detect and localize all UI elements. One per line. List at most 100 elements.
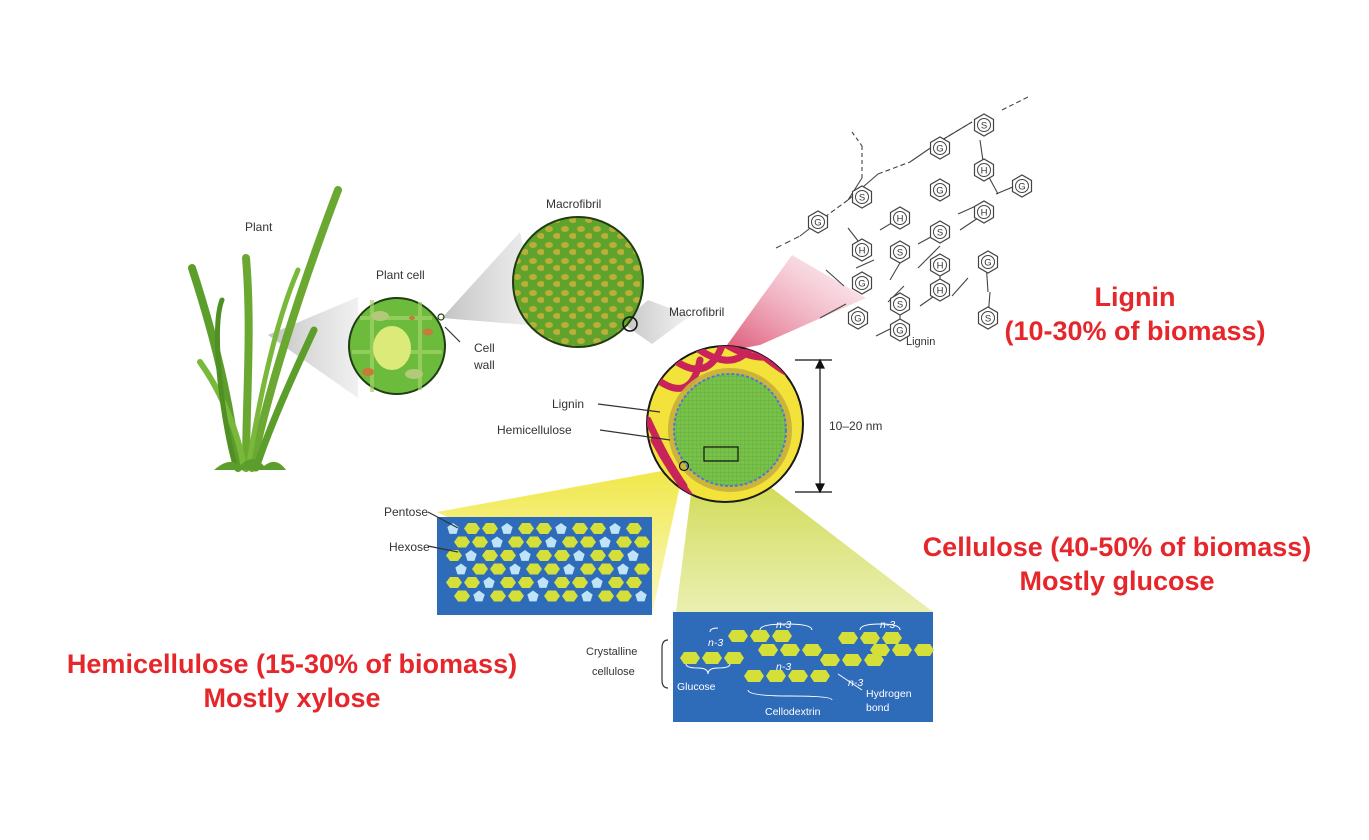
lignin-unit-letter: G xyxy=(936,186,943,197)
zoom-cone-lignin xyxy=(722,255,866,352)
lignin-unit: G xyxy=(929,178,951,202)
annotation-lignin-title: Lignin xyxy=(1094,282,1176,312)
hexose-unit xyxy=(508,536,524,548)
glucose-unit xyxy=(864,654,884,666)
glucose-unit xyxy=(680,652,700,664)
lignin-unit: G xyxy=(929,136,951,160)
label-hydrogen-2: bond xyxy=(866,702,890,714)
hexose-unit xyxy=(464,577,480,588)
lignin-unit: S xyxy=(889,240,911,264)
pentose-unit xyxy=(527,590,539,602)
pentose-unit xyxy=(555,523,567,534)
lignin-unit-letter: H xyxy=(981,166,988,177)
zoom-cone-plant xyxy=(268,297,358,398)
lignin-unit: S xyxy=(889,292,911,316)
hexose-unit xyxy=(554,550,570,561)
cellulose-panel xyxy=(673,612,934,722)
label-n3-a: n-3 xyxy=(708,637,723,649)
pentose-unit xyxy=(563,563,575,575)
glucose-unit xyxy=(772,630,792,642)
hexose-unit xyxy=(490,563,506,575)
hexose-unit xyxy=(472,536,488,548)
lignin-unit-letter: H xyxy=(859,246,866,257)
label-crystalline-2: cellulose xyxy=(592,666,635,678)
lignin-unit: G xyxy=(1011,174,1033,198)
hexose-unit xyxy=(464,523,480,534)
label-lignin-pointer: Lignin xyxy=(552,397,584,411)
lignin-unit-letter: G xyxy=(858,279,865,290)
hexose-unit xyxy=(544,590,560,602)
pentose-unit xyxy=(581,590,593,602)
hexose-unit xyxy=(634,536,650,548)
pentose-unit xyxy=(473,590,485,602)
lignin-unit-letter: G xyxy=(1018,182,1025,193)
label-glucose: Glucose xyxy=(677,681,716,693)
glucose-unit xyxy=(914,644,934,656)
label-size: 10–20 nm xyxy=(829,419,882,433)
glucose-unit xyxy=(780,644,800,656)
hexose-unit xyxy=(608,577,624,588)
glucose-unit xyxy=(820,654,840,666)
lignin-unit-letter: S xyxy=(859,193,865,204)
pentose-unit xyxy=(491,536,503,548)
lignin-unit-letter: S xyxy=(897,300,903,311)
pentose-unit xyxy=(627,550,639,561)
glucose-unit xyxy=(882,632,902,644)
pentose-unit xyxy=(465,550,477,561)
label-hemicellulose-pointer: Hemicellulose xyxy=(497,423,572,437)
glucose-unit xyxy=(860,632,880,644)
pentose-unit xyxy=(617,563,629,575)
lignin-unit: S xyxy=(851,185,873,209)
hexose-unit xyxy=(626,523,642,534)
hexose-unit xyxy=(590,550,606,561)
hexose-unit xyxy=(616,536,632,548)
hexose-unit xyxy=(526,536,542,548)
lignin-unit-letter: S xyxy=(985,314,991,325)
glucose-unit xyxy=(842,654,862,666)
pentose-unit xyxy=(635,590,647,602)
lignin-unit: S xyxy=(929,220,951,244)
lignin-unit: G xyxy=(847,306,869,330)
lignin-unit-letter: G xyxy=(936,144,943,155)
lignin-unit: G xyxy=(851,271,873,295)
pentose-unit xyxy=(573,550,585,561)
label-macrofibril-right: Macrofibril xyxy=(669,305,724,319)
glucose-unit xyxy=(750,630,770,642)
hexose-unit xyxy=(518,523,534,534)
pentose-unit xyxy=(501,523,513,534)
hexose-unit xyxy=(490,590,506,602)
label-pentose: Pentose xyxy=(384,505,428,519)
label-hydrogen-1: Hydrogen xyxy=(866,688,912,700)
lignin-unit-letter: H xyxy=(981,208,988,219)
glucose-unit xyxy=(702,652,722,664)
hexose-unit xyxy=(482,550,498,561)
hexose-unit xyxy=(580,536,596,548)
pentose-unit xyxy=(519,550,531,561)
annotation-hemicellulose: Hemicellulose (15-30% of biomass) Mostly… xyxy=(22,647,562,715)
label-n3-b: n-3 xyxy=(776,619,791,631)
pentose-unit xyxy=(509,563,521,575)
glucose-unit xyxy=(744,670,764,682)
glucose-unit xyxy=(810,670,830,682)
lignin-unit-letter: G xyxy=(814,218,821,229)
lignin-unit: H xyxy=(973,200,995,224)
pentose-unit xyxy=(599,536,611,548)
hexose-unit xyxy=(562,536,578,548)
hexose-unit xyxy=(446,577,462,588)
lignin-unit: G xyxy=(889,318,911,342)
hexose-unit xyxy=(554,577,570,588)
lignin-unit-letter: G xyxy=(984,258,991,269)
glucose-unit xyxy=(802,644,822,656)
lignin-unit-letter: G xyxy=(854,314,861,325)
glucose-unit xyxy=(724,652,744,664)
pentose-unit xyxy=(609,523,621,534)
pentose-unit xyxy=(537,577,549,588)
label-macrofibril-top: Macrofibril xyxy=(546,197,601,211)
lignin-unit: H xyxy=(929,253,951,277)
hexose-unit xyxy=(590,523,606,534)
glucose-unit xyxy=(788,670,808,682)
lignin-network xyxy=(775,95,1031,337)
hexose-unit xyxy=(572,577,588,588)
macrofibril-cross-section xyxy=(646,345,804,503)
